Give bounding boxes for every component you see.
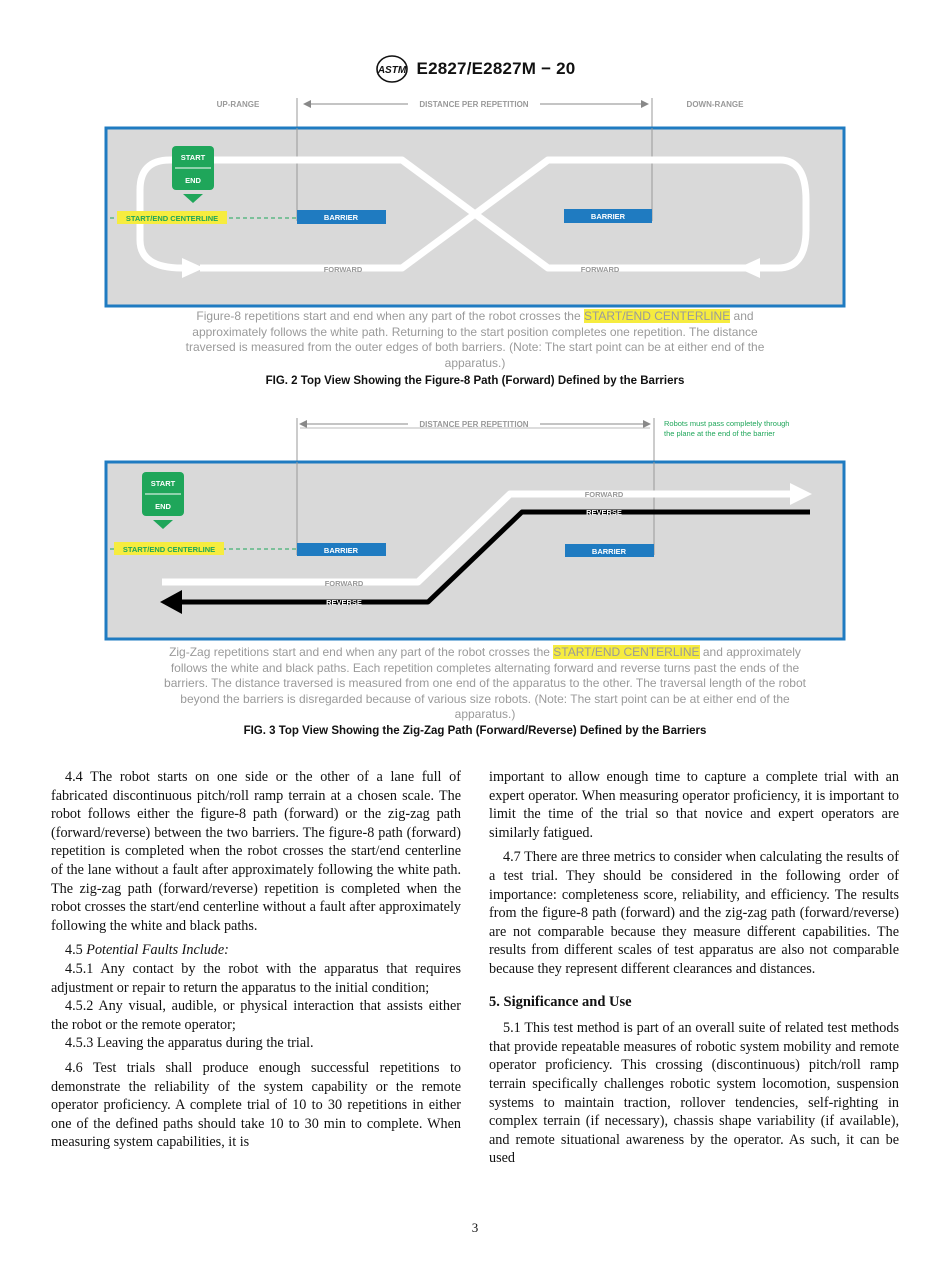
paragraph-4-5: 4.5 Potential Faults Include:: [51, 941, 461, 960]
start-label: START: [151, 479, 176, 488]
end-label: END: [155, 502, 171, 511]
forward-label-left: FORWARD: [325, 579, 364, 588]
figure-3: DISTANCE PER REPETITION Robots must pass…: [0, 412, 950, 722]
paragraph-4-6: 4.6 Test trials shall produce enough suc…: [51, 1059, 461, 1151]
paragraph-4-7: 4.7 There are three metrics to consider …: [489, 849, 899, 977]
figure8-path: [136, 156, 810, 272]
paragraph-4-5-number: 4.5: [65, 942, 87, 959]
figure-2: UP-RANGE DISTANCE PER REPETITION DOWN-RA…: [0, 90, 950, 390]
path-arrow-left: [182, 258, 204, 278]
paragraph-4-6-continued: important to allow enough time to captur…: [489, 769, 899, 841]
forward-arrow: [790, 483, 812, 505]
reverse-path: [180, 509, 810, 605]
figure-2-caption-pre: Figure-8 repetitions start and end when …: [196, 309, 584, 323]
paragraph-5-1: 5.1 This test method is part of an overa…: [489, 1020, 899, 1167]
paragraph-4-5-1: 4.5.1 Any contact by the robot with the …: [51, 960, 461, 996]
paragraph-4-4: 4.4 The robot starts on one side or the …: [51, 769, 461, 934]
forward-label-right: FORWARD: [581, 265, 620, 274]
note-line-2: the plane at the end of the barrier: [664, 429, 775, 438]
figure-3-title: FIG. 3 Top View Showing the Zig-Zag Path…: [243, 725, 707, 737]
paragraph-4-5-2: 4.5.2 Any visual, audible, or physical i…: [51, 998, 461, 1033]
forward-label-left: FORWARD: [324, 265, 363, 274]
barrier-left: [297, 210, 386, 224]
figure-3-caption: Zig-Zag repetitions start and end when a…: [155, 645, 815, 723]
figure-2-caption-post: and approximately follows the white path…: [185, 309, 765, 370]
page-number: 3: [471, 1220, 479, 1235]
start-label: START: [181, 153, 206, 162]
start-marker-pointer: [183, 194, 203, 203]
barrier-left-label: BARRIER: [324, 213, 359, 222]
uprange-label: UP-RANGE: [217, 100, 260, 109]
centerline-label: START/END CENTERLINE: [123, 545, 215, 554]
reverse-arrow: [160, 590, 182, 614]
logo-lettering: ASTM: [376, 65, 406, 76]
reverse-label-left: REVERSE: [326, 598, 362, 607]
figure-2-caption: Figure-8 repetitions start and end when …: [170, 309, 780, 371]
note-line-1: Robots must pass completely through: [664, 419, 789, 428]
barrier-right-label: BARRIER: [591, 212, 626, 221]
path-arrow-right: [738, 258, 760, 278]
centerline-label-highlight: [114, 542, 224, 555]
barrier-right: [565, 544, 654, 557]
barrier-right: [564, 209, 652, 223]
figure-3-caption-pre: Zig-Zag repetitions start and end when a…: [169, 645, 554, 659]
section-5-heading: 5. Significance and Use: [489, 993, 632, 1010]
barrier-left-label: BARRIER: [324, 546, 359, 555]
reverse-label-right: REVERSE: [586, 508, 622, 517]
right-column: important to allow enough time to captur…: [489, 768, 899, 1174]
barrier-right-label: BARRIER: [592, 547, 627, 556]
astm-logo-icon: ASTM: [375, 55, 408, 83]
distance-label: DISTANCE PER REPETITION: [419, 420, 528, 429]
figure-3-diagram: DISTANCE PER REPETITION Robots must pass…: [104, 418, 846, 641]
barrier-left: [297, 543, 386, 556]
paragraph-4-5-title: Potential Faults Include:: [86, 942, 229, 959]
figure-2-diagram: UP-RANGE DISTANCE PER REPETITION DOWN-RA…: [104, 98, 846, 308]
standard-designation: E2827/E2827M − 20: [416, 59, 576, 78]
left-column: 4.4 The robot starts on one side or the …: [51, 768, 461, 1158]
figure-3-caption-post: and approximately follows the white and …: [164, 645, 806, 722]
figure-2-caption-highlight: START/END CENTERLINE: [583, 309, 731, 323]
forward-label-right: FORWARD: [585, 490, 624, 499]
forward-path: [162, 490, 795, 586]
centerline-label-highlight: [117, 211, 227, 224]
page-header: ASTM E2827/E2827M − 20: [0, 54, 950, 89]
paragraph-4-5-3: 4.5.3 Leaving the apparatus during the t…: [65, 1035, 314, 1052]
start-marker-pointer: [153, 520, 173, 529]
centerline-label: START/END CENTERLINE: [126, 214, 218, 223]
downrange-label: DOWN-RANGE: [687, 100, 745, 109]
distance-label: DISTANCE PER REPETITION: [419, 100, 528, 109]
end-label: END: [185, 176, 201, 185]
figure-3-caption-highlight: START/END CENTERLINE: [553, 645, 700, 659]
figure-2-title: FIG. 2 Top View Showing the Figure-8 Pat…: [265, 375, 685, 387]
